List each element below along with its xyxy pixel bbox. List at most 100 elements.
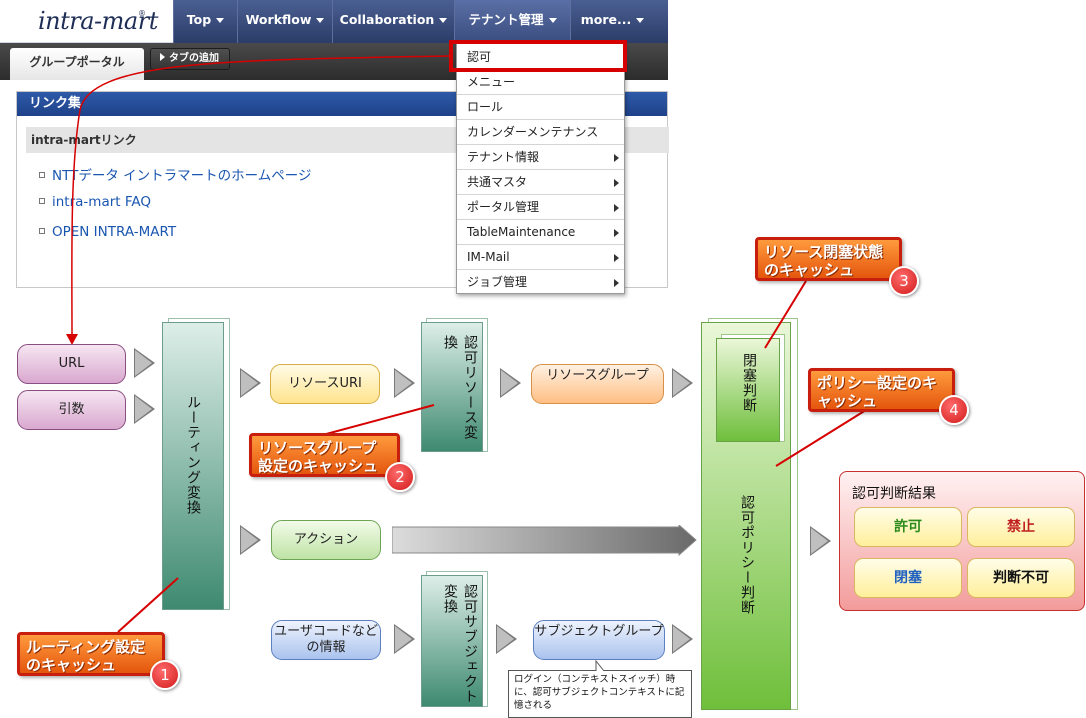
action-box: アクション — [271, 520, 381, 560]
link-label: NTTデータ イントラマートのホームページ — [52, 168, 312, 184]
nav-tenant-admin-menu[interactable]: テナント管理 — [454, 0, 570, 43]
nav-collaboration-menu[interactable]: Collaboration — [332, 0, 454, 43]
flow-arrow-icon — [496, 624, 517, 654]
chevron-down-icon — [548, 18, 557, 23]
auth-resource-conversion-label: 認可リソース変換 — [442, 335, 478, 440]
menu-item-calendar-maintenance[interactable]: カレンダーメンテナンス — [457, 120, 624, 145]
callout-policy-cache: ポリシー設定のキャッシュ — [808, 368, 955, 412]
menu-item-label: IM-Mail — [467, 250, 510, 264]
resource-uri-box: リソースURI — [270, 364, 380, 404]
bullet-square-icon — [39, 198, 45, 204]
result-closed: 閉塞 — [854, 558, 962, 598]
menu-item-role[interactable]: ロール — [457, 95, 624, 120]
menu-highlight-box — [449, 40, 627, 72]
auth-subject-conversion-block: 認可サブジェクト変換 — [421, 575, 483, 707]
callout-resource-closure-cache: リソース閉塞状態のキャッシュ — [755, 237, 902, 281]
flow-arrow-icon — [500, 368, 521, 398]
nav-more-menu[interactable]: more... — [570, 0, 654, 43]
add-tab-button[interactable]: タブの追加 — [150, 48, 230, 70]
link-label: intra-mart FAQ — [52, 194, 152, 210]
callout-badge-1: 1 — [150, 660, 180, 690]
submenu-arrow-icon — [614, 229, 619, 237]
tenant-admin-dropdown: 認可 メニュー ロール カレンダーメンテナンス テナント情報 共通マスタ ポータ… — [456, 42, 625, 294]
link-label: OPEN INTRA-MART — [52, 224, 177, 240]
result-undecidable: 判断不可 — [967, 558, 1075, 598]
menu-item-table-maintenance[interactable]: TableMaintenance — [457, 220, 624, 245]
user-info-box: ユーザコードなどの情報 — [271, 620, 381, 660]
submenu-arrow-icon — [614, 254, 619, 262]
bullet-square-icon — [39, 172, 45, 178]
closure-judgment-label: 閉塞判断 — [741, 353, 757, 413]
top-navigation-bar: intra-mart ® Top Workflow Collaboration … — [0, 0, 668, 43]
callout-resource-group-cache: リソースグループ設定のキャッシュ — [249, 433, 400, 477]
flow-arrow-icon — [134, 394, 155, 424]
action-long-arrow — [392, 525, 697, 556]
bullet-square-icon — [39, 228, 45, 234]
menu-item-label: 認可 — [467, 50, 492, 64]
chevron-down-icon — [636, 18, 645, 23]
menu-item-label: ポータル管理 — [467, 200, 540, 214]
logo-registered-mark: ® — [138, 9, 146, 18]
tab-group-portal[interactable]: グループポータル — [10, 48, 144, 80]
menu-item-label: ロール — [467, 100, 504, 114]
triangle-right-icon — [160, 53, 165, 61]
callout-badge-2: 2 — [385, 462, 415, 492]
input-arguments: 引数 — [17, 390, 126, 430]
menu-item-label: カレンダーメンテナンス — [467, 125, 599, 139]
flow-arrow-icon — [672, 368, 693, 398]
chevron-down-icon — [439, 18, 448, 23]
nav-more-label: more... — [580, 12, 632, 27]
flow-arrow-icon — [134, 348, 155, 378]
nav-tenant-admin-label: テナント管理 — [468, 12, 544, 27]
menu-item-im-mail[interactable]: IM-Mail — [457, 245, 624, 270]
submenu-arrow-icon — [614, 279, 619, 287]
routing-conversion-label: ルーティング変換 — [185, 395, 201, 515]
submenu-arrow-icon — [614, 154, 619, 162]
menu-item-label: 共通マスタ — [467, 175, 528, 189]
flow-arrow-icon — [240, 368, 261, 398]
nav-top-menu[interactable]: Top — [173, 0, 237, 43]
menu-item-common-master[interactable]: 共通マスタ — [457, 170, 624, 195]
result-permit: 許可 — [854, 507, 962, 547]
menu-item-tenant-info[interactable]: テナント情報 — [457, 145, 624, 170]
nav-top-label: Top — [186, 12, 212, 27]
flow-arrow-icon — [810, 526, 831, 556]
link-intra-mart-faq[interactable]: intra-mart FAQ — [39, 194, 151, 210]
chevron-down-icon — [316, 18, 325, 23]
callout-badge-3: 3 — [889, 266, 919, 296]
link-open-intra-mart[interactable]: OPEN INTRA-MART — [39, 224, 176, 240]
subject-group-box: サブジェクトグループ — [533, 620, 665, 660]
nav-workflow-menu[interactable]: Workflow — [237, 0, 332, 43]
flow-arrow-icon — [672, 624, 693, 654]
auth-subject-conversion-label: 認可サブジェクト変換 — [442, 584, 478, 704]
menu-item-label: TableMaintenance — [467, 225, 576, 239]
menu-item-job-admin[interactable]: ジョブ管理 — [457, 270, 624, 295]
submenu-arrow-icon — [614, 179, 619, 187]
input-url: URL — [17, 344, 126, 384]
nav-workflow-label: Workflow — [245, 12, 312, 27]
link-nttdata-home[interactable]: NTTデータ イントラマートのホームページ — [39, 164, 311, 184]
logo-text: intra-mart — [38, 7, 158, 35]
menu-item-label: ジョブ管理 — [467, 275, 528, 289]
result-title: 認可判断結果 — [852, 486, 936, 502]
note-pointer — [595, 660, 605, 672]
flow-arrow-icon — [394, 368, 415, 398]
closure-judgment-block: 閉塞判断 — [716, 338, 780, 442]
nav-collaboration-label: Collaboration — [339, 12, 435, 27]
menu-item-portal-admin[interactable]: ポータル管理 — [457, 195, 624, 220]
menu-item-menu[interactable]: メニュー — [457, 70, 624, 95]
intra-mart-logo[interactable]: intra-mart ® — [0, 0, 173, 43]
flow-arrow-icon — [394, 624, 415, 654]
menu-item-label: テナント情報 — [467, 150, 540, 164]
flow-arrow-icon — [240, 525, 261, 555]
result-deny: 禁止 — [967, 507, 1075, 547]
resource-group-box: リソースグループ — [531, 364, 664, 404]
callout-routing-cache: ルーティング設定のキャッシュ — [17, 632, 165, 676]
add-tab-label: タブの追加 — [169, 53, 219, 64]
submenu-arrow-icon — [614, 204, 619, 212]
menu-item-label: メニュー — [467, 75, 516, 89]
authorization-result-panel: 認可判断結果 許可 禁止 閉塞 判断不可 — [839, 471, 1085, 611]
auth-policy-judgment-label: 認可ポリシー判断 — [739, 495, 755, 615]
